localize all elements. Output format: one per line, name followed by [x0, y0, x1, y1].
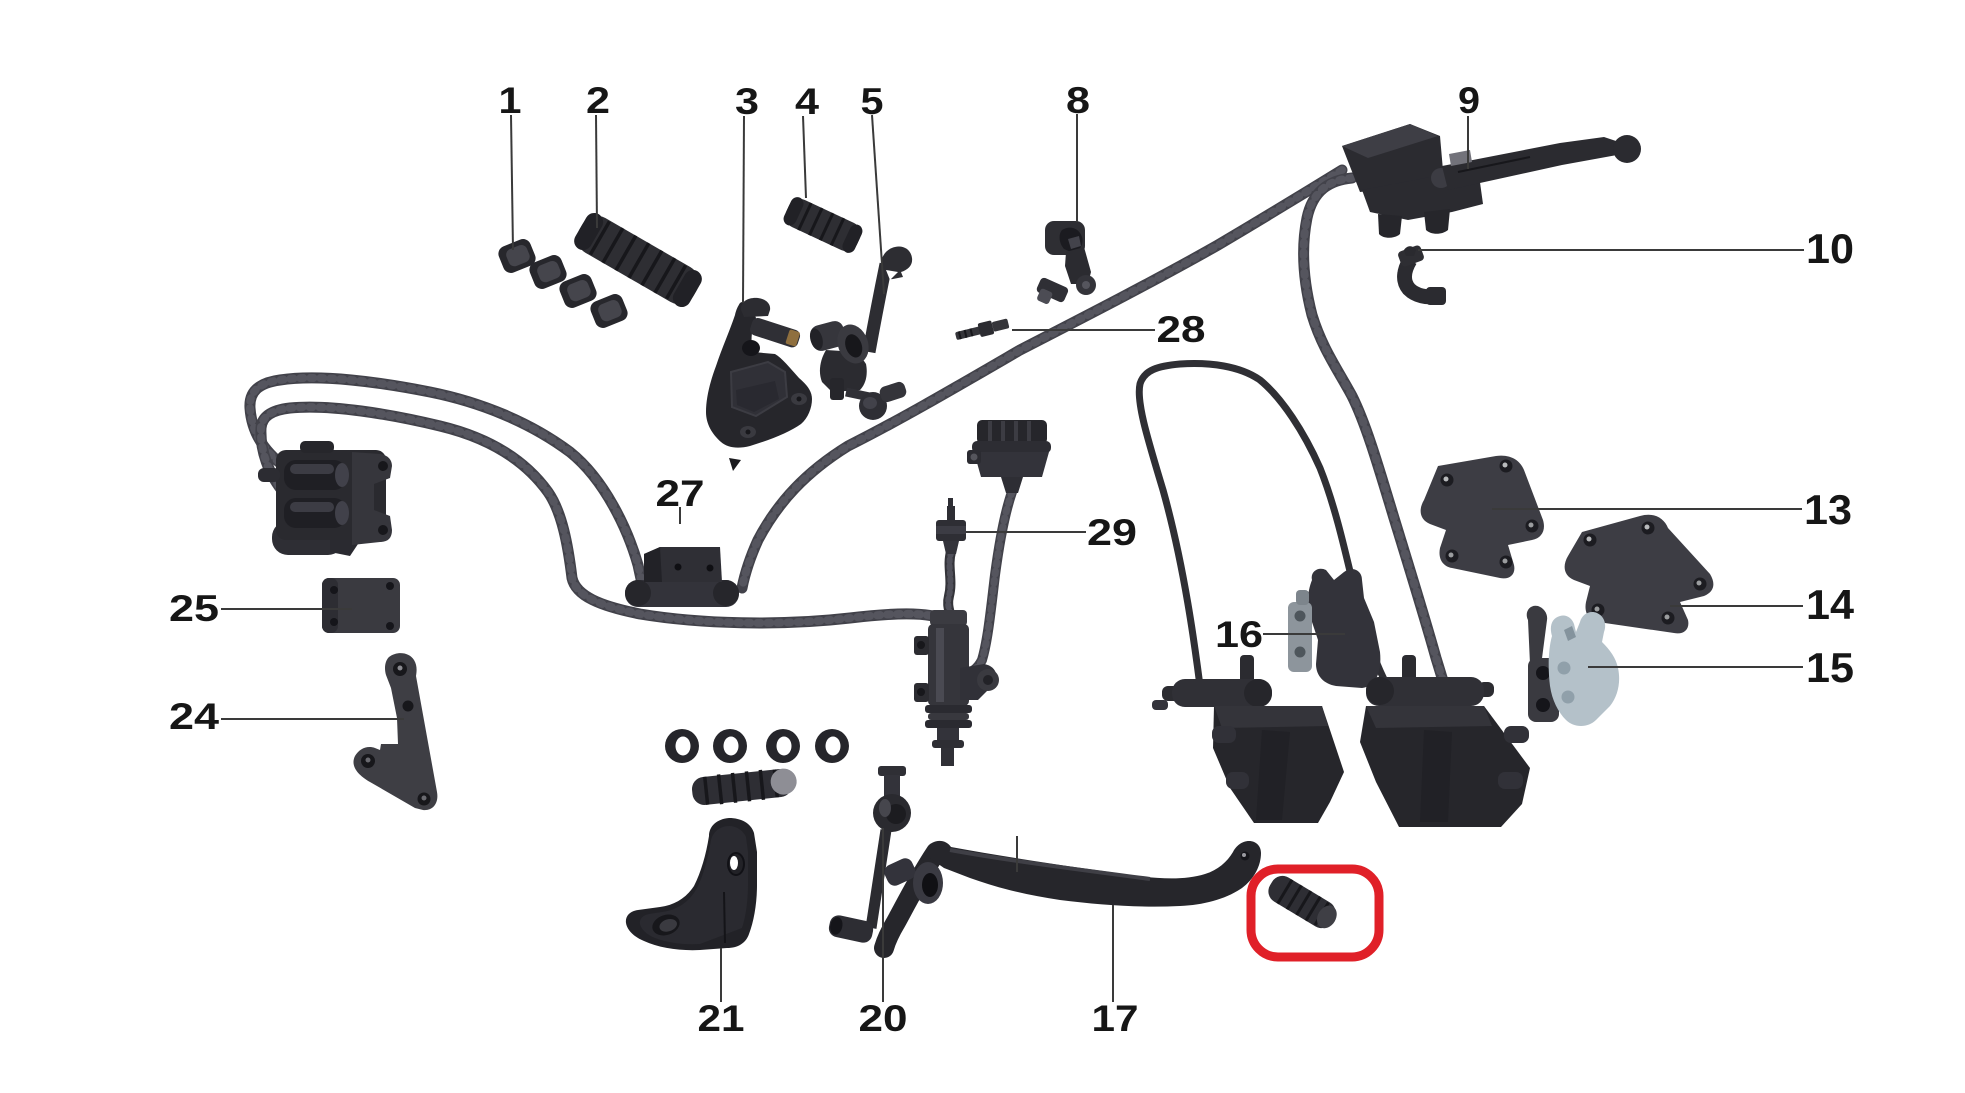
svg-text:14: 14	[1806, 581, 1855, 628]
svg-text:21: 21	[698, 998, 745, 1039]
svg-text:9: 9	[1458, 80, 1480, 121]
svg-text:16: 16	[1215, 614, 1263, 655]
svg-text:15: 15	[1806, 644, 1854, 691]
svg-text:17: 17	[1092, 998, 1139, 1039]
svg-text:10: 10	[1806, 225, 1854, 272]
svg-text:29: 29	[1087, 512, 1137, 553]
svg-text:28: 28	[1157, 309, 1206, 350]
svg-text:8: 8	[1066, 80, 1090, 121]
svg-text:24: 24	[169, 696, 220, 737]
svg-text:1: 1	[499, 80, 522, 121]
svg-text:4: 4	[795, 81, 819, 122]
svg-text:27: 27	[656, 473, 705, 514]
svg-text:20: 20	[859, 998, 908, 1039]
svg-text:2: 2	[586, 80, 610, 121]
svg-text:25: 25	[169, 588, 219, 629]
svg-text:13: 13	[1804, 486, 1852, 533]
svg-text:5: 5	[861, 81, 884, 122]
svg-text:3: 3	[735, 81, 759, 122]
